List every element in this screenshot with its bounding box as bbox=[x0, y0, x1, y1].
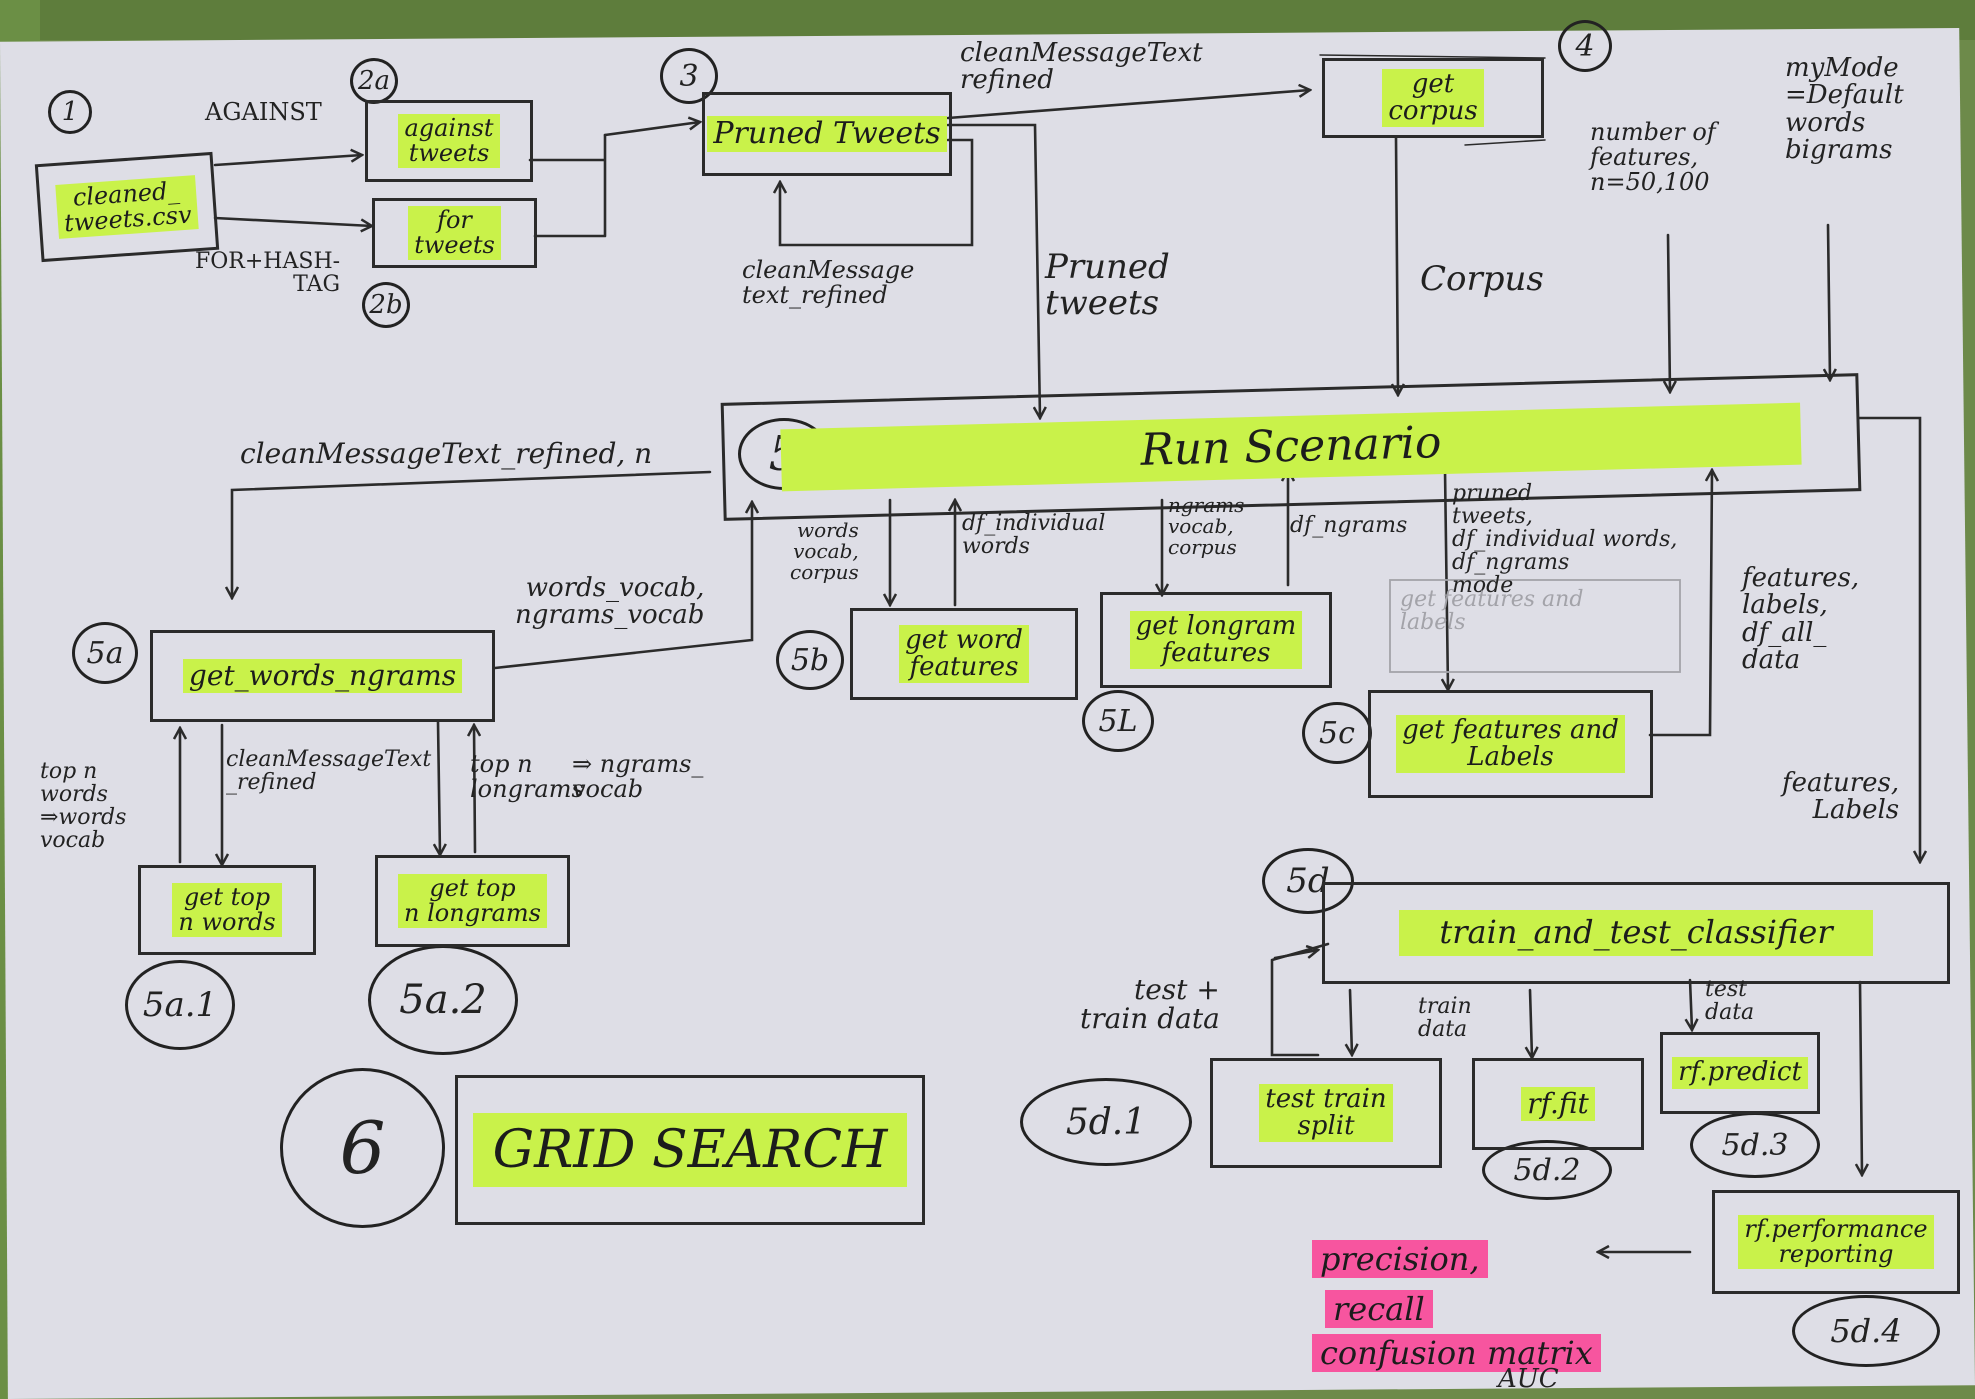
rf-predict-box: rf.predict bbox=[1660, 1032, 1820, 1114]
pruned-tweets-edge-label: Pruned tweets bbox=[1045, 247, 1170, 323]
step-2a-circle: 2a bbox=[350, 58, 398, 104]
for-hashtag-edge-label: FOR+HASH- TAG bbox=[195, 249, 341, 298]
get-longram-features-label: get longram features bbox=[1129, 610, 1303, 670]
features-labels-df-label: features, labels, df_all_ data bbox=[1742, 563, 1860, 675]
get-words-ngrams-label: get_words_ngrams bbox=[182, 659, 463, 693]
step-5a2-circle: 5a.2 bbox=[368, 945, 518, 1055]
step-6-circle: 6 bbox=[280, 1068, 445, 1228]
clean-refined-mid-label: cleanMessageText _refined bbox=[226, 747, 432, 796]
get-top-n-longrams-label: get top n longrams bbox=[398, 873, 547, 929]
clean-refined-n-label: cleanMessageText_refined, n bbox=[240, 437, 653, 470]
get-features-and-labels-box: get features and Labels bbox=[1368, 690, 1653, 798]
step-5b-circle: 5b bbox=[776, 630, 844, 690]
cleaned-tweets-csv-box: cleaned_ tweets.csv bbox=[34, 151, 220, 263]
rf-performance-reporting-box: rf.performance reporting bbox=[1712, 1190, 1960, 1294]
df-ngrams-label: df_ngrams bbox=[1290, 513, 1408, 538]
ngrams-vocab-corpus-label: ngrams vocab, corpus bbox=[1168, 493, 1245, 559]
output-confusion-matrix: confusion matrix bbox=[1312, 1334, 1601, 1372]
get-corpus-box: get corpus bbox=[1322, 58, 1544, 138]
output-auc: AUC bbox=[1498, 1364, 1559, 1394]
top-n-words-vocab-label: top n words ⇒words vocab bbox=[40, 759, 127, 854]
step-5c-circle: 5c bbox=[1302, 702, 1372, 764]
train-and-test-classifier-label: train_and_test_classifier bbox=[1399, 910, 1873, 956]
get-word-features-box: get word features bbox=[850, 608, 1078, 700]
get-top-n-words-box: get top n words bbox=[138, 865, 316, 955]
for-tweets-label: for tweets bbox=[408, 205, 501, 261]
step-4-circle: 4 bbox=[1558, 20, 1612, 72]
test-train-data-label: test + train data bbox=[1080, 973, 1220, 1036]
test-data-label: test data bbox=[1705, 977, 1755, 1026]
step-5d4-circle: 5d.4 bbox=[1792, 1295, 1940, 1367]
get-top-n-words-label: get top n words bbox=[172, 882, 282, 938]
crossed-out-label: get features and labels bbox=[1400, 587, 1584, 636]
get-word-features-label: get word features bbox=[899, 624, 1029, 684]
get-longram-features-box: get longram features bbox=[1100, 592, 1332, 688]
grid-search-label: GRID SEARCH bbox=[472, 1112, 908, 1188]
against-tweets-box: against tweets bbox=[365, 100, 533, 182]
rf-performance-reporting-label: rf.performance reporting bbox=[1738, 1214, 1934, 1270]
features-labels-label: features, Labels bbox=[1782, 768, 1900, 826]
train-and-test-classifier-box: train_and_test_classifier bbox=[1322, 882, 1950, 984]
test-train-split-box: test train split bbox=[1210, 1058, 1442, 1168]
step-5L-circle: 5L bbox=[1082, 690, 1154, 752]
corpus-edge-label: Corpus bbox=[1420, 259, 1544, 299]
step-5d1-circle: 5d.1 bbox=[1020, 1078, 1192, 1166]
my-mode-label: myMode =Default words bigrams bbox=[1785, 53, 1904, 165]
rf-fit-label: rf.fit bbox=[1521, 1087, 1595, 1121]
top-n-longrams-label: top n longrams bbox=[470, 750, 584, 804]
words-vocab-corpus-label: words vocab, corpus bbox=[790, 518, 859, 584]
get-top-n-longrams-box: get top n longrams bbox=[375, 855, 570, 947]
output-precision: precision, bbox=[1312, 1240, 1488, 1278]
step-5a-circle: 5a bbox=[72, 622, 138, 684]
step-2b-circle: 2b bbox=[362, 282, 410, 328]
step-1-circle: 1 bbox=[48, 90, 92, 134]
for-tweets-box: for tweets bbox=[372, 198, 537, 268]
get-features-and-labels-label: get features and Labels bbox=[1396, 714, 1625, 774]
get-corpus-label: get corpus bbox=[1382, 68, 1484, 128]
step-5d2-circle: 5d.2 bbox=[1482, 1140, 1612, 1200]
words-ngrams-vocab-label: words_vocab, ngrams_vocab bbox=[515, 573, 705, 631]
step-5d3-circle: 5d.3 bbox=[1690, 1112, 1820, 1178]
pruned-df-mode-label: pruned tweets, df_individual words, df_n… bbox=[1452, 481, 1678, 599]
df-individual-words-label: df_individual words bbox=[962, 511, 1106, 560]
grid-search-box: GRID SEARCH bbox=[455, 1075, 925, 1225]
rf-predict-label: rf.predict bbox=[1672, 1057, 1808, 1089]
rf-fit-box: rf.fit bbox=[1472, 1058, 1644, 1150]
output-recall: recall bbox=[1325, 1290, 1433, 1328]
train-data-label: train data bbox=[1418, 994, 1472, 1043]
ngrams-vocab-label: ⇒ ngrams_ vocab bbox=[572, 750, 704, 804]
clean-refined-top-label: cleanMessageText refined bbox=[960, 38, 1203, 96]
step-3-circle: 3 bbox=[660, 48, 718, 104]
step-5a1-circle: 5a.1 bbox=[125, 960, 235, 1050]
get-words-ngrams-box: get_words_ngrams bbox=[150, 630, 495, 722]
pruned-tweets-box: Pruned Tweets bbox=[702, 92, 952, 176]
test-train-split-label: test train split bbox=[1259, 1083, 1393, 1143]
against-tweets-label: against tweets bbox=[398, 113, 500, 169]
pruned-tweets-label: Pruned Tweets bbox=[707, 116, 947, 152]
clean-refined-loop-label: cleanMessage text_refined bbox=[742, 256, 915, 310]
run-scenario-label: Run Scenario bbox=[779, 402, 1803, 492]
number-of-features-label: number of features, n=50,100 bbox=[1590, 118, 1716, 197]
against-edge-label: AGAINST bbox=[205, 98, 322, 126]
cleaned-tweets-csv-label: cleaned_ tweets.csv bbox=[55, 175, 199, 239]
